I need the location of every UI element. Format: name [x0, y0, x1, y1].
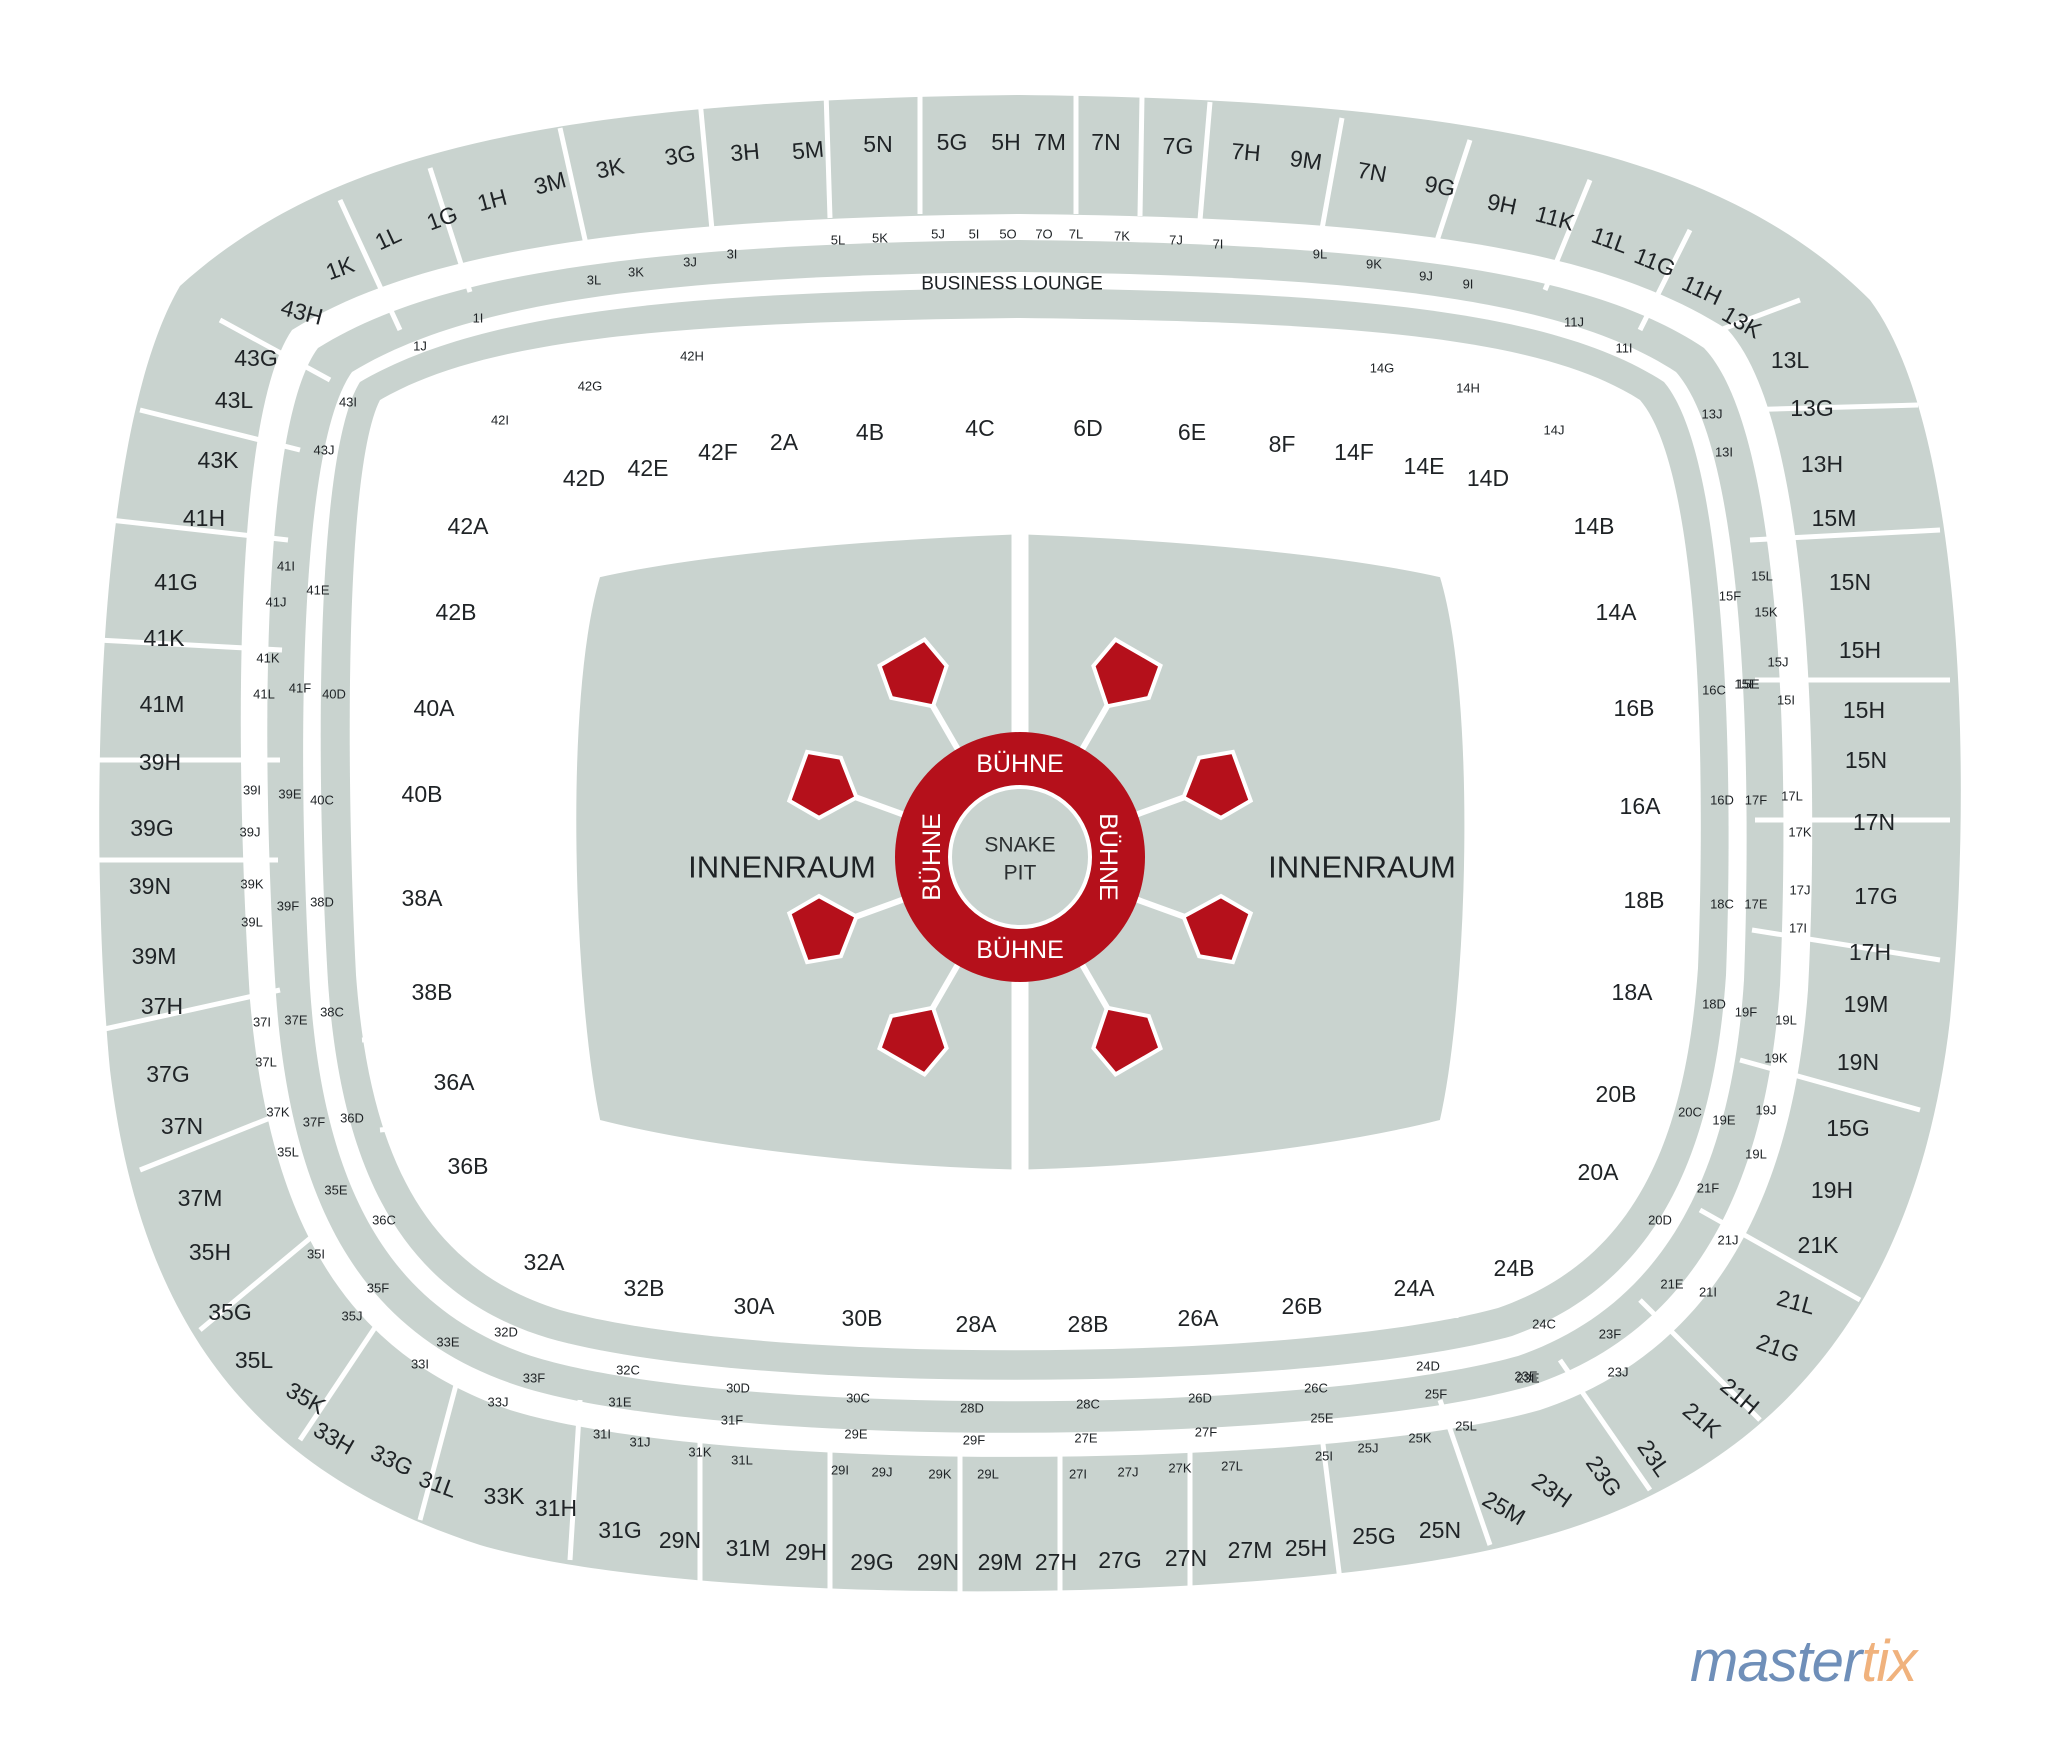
stage-pod[interactable]: [1180, 749, 1254, 821]
snake-pit[interactable]: [948, 785, 1092, 929]
stage-pod[interactable]: [1180, 893, 1254, 965]
logo-part-tix: tix: [1861, 1629, 1917, 1694]
stage-pod[interactable]: [786, 893, 860, 965]
stage: [786, 637, 1254, 1077]
stage-pod[interactable]: [786, 749, 860, 821]
stage-pod[interactable]: [877, 637, 949, 709]
mastertix-logo: mastertix: [1690, 1628, 1917, 1695]
stage-pod[interactable]: [1091, 637, 1163, 709]
stage-pod[interactable]: [1091, 1005, 1163, 1077]
stage-pod[interactable]: [877, 1005, 949, 1077]
logo-part-master: master: [1690, 1629, 1862, 1694]
